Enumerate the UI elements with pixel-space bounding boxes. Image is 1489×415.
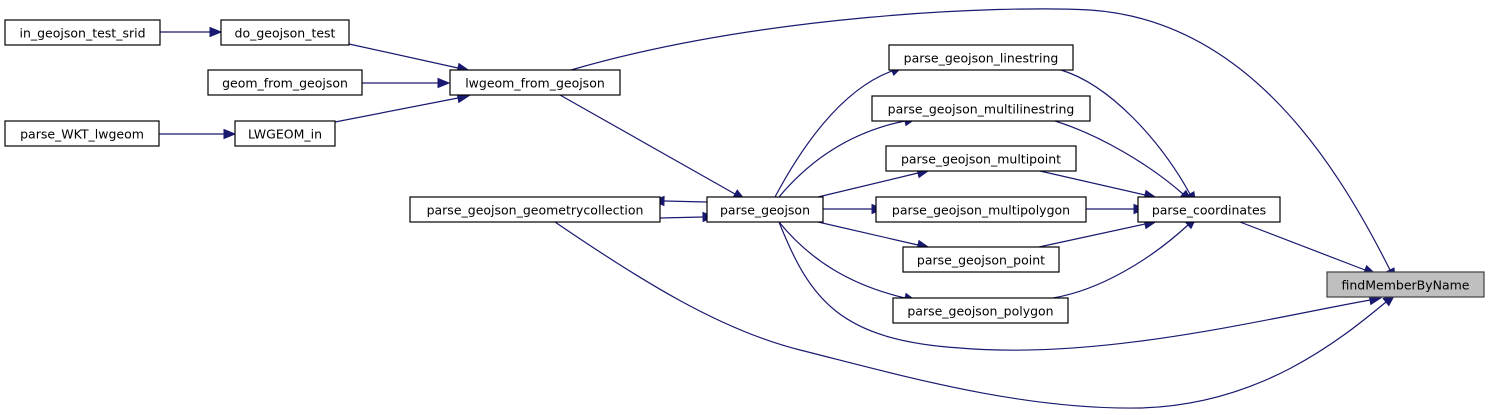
node-parse_geojson_multipolygon[interactable]: parse_geojson_multipolygon <box>875 196 1087 223</box>
edge-line <box>1052 224 1189 299</box>
edge-line <box>554 221 1387 409</box>
node-box <box>4 19 161 46</box>
node-parse_WKT_lwgeom[interactable]: parse_WKT_lwgeom <box>4 120 160 147</box>
node-in_geojson_test_srid[interactable]: in_geojson_test_srid <box>4 19 161 46</box>
edge-LWGEOM_in-to-lwgeom_from_geojson <box>334 92 471 123</box>
edge-line <box>1239 221 1366 271</box>
node-label: parse_geojson_geometrycollection <box>427 203 644 218</box>
edge-parse_geojson-to-parse_geojson_multipolygon <box>823 203 885 215</box>
node-label: parse_WKT_lwgeom <box>20 127 144 142</box>
edge-line <box>334 97 459 123</box>
node-do_geojson_test[interactable]: do_geojson_test <box>220 19 350 46</box>
edge-parse_geojson_multipoint-to-parse_coordinates <box>1039 170 1158 201</box>
node-label: parse_geojson_multipolygon <box>892 203 1070 218</box>
node-box <box>409 196 661 223</box>
edge-parse_geojson_point-to-parse_coordinates <box>1038 218 1158 248</box>
edge-line <box>1054 120 1184 195</box>
edge-parse_geojson-to-parse_geojson_linestring <box>774 66 904 198</box>
edge-do_geojson_test-to-lwgeom_from_geojson <box>348 43 471 74</box>
node-box <box>875 196 1087 223</box>
arrowhead-icon <box>437 77 451 89</box>
node-LWGEOM_in[interactable]: LWGEOM_in <box>234 120 336 147</box>
edge-line <box>1060 69 1191 195</box>
node-box <box>1326 271 1485 298</box>
edge-parse_geojson-to-parse_geojson_geometrycollection <box>651 195 708 207</box>
node-label: parse_coordinates <box>1152 203 1266 218</box>
node-box <box>706 196 824 223</box>
edge-line <box>778 221 906 299</box>
node-lwgeom_from_geojson[interactable]: lwgeom_from_geojson <box>449 69 621 96</box>
node-box <box>234 120 336 147</box>
node-parse_geojson_linestring[interactable]: parse_geojson_linestring <box>888 44 1074 71</box>
edge-in_geojson_test_srid-to-do_geojson_test <box>160 26 223 38</box>
edge-line <box>778 221 1371 351</box>
node-label: parse_geojson_polygon <box>907 304 1053 319</box>
edge-geom_from_geojson-to-lwgeom_from_geojson <box>362 77 451 89</box>
node-box <box>4 120 160 147</box>
node-label: lwgeom_from_geojson <box>465 76 605 91</box>
node-parse_geojson_point[interactable]: parse_geojson_point <box>902 246 1060 273</box>
edge-parse_geojson_polygon-to-parse_coordinates <box>1052 216 1198 299</box>
node-label: findMemberByName <box>1342 278 1470 293</box>
edge-parse_geojson_multipolygon-to-parse_coordinates <box>1086 203 1147 215</box>
node-box <box>1137 196 1281 223</box>
edge-parse_geojson-to-parse_geojson_point <box>817 221 931 250</box>
edge-line <box>559 94 736 195</box>
edge-line <box>659 216 704 219</box>
edge-parse_geojson_geometrycollection-to-parse_geojson <box>659 211 716 223</box>
edge-line <box>348 43 459 69</box>
node-box <box>902 246 1060 273</box>
node-findMemberByName: findMemberByName <box>1326 271 1485 298</box>
edge-line <box>570 8 1391 271</box>
node-label: in_geojson_test_srid <box>19 26 145 41</box>
edge-lwgeom_from_geojson-to-parse_geojson <box>559 94 746 201</box>
node-label: do_geojson_test <box>235 26 336 41</box>
arrowhead-icon <box>209 26 223 38</box>
edge-line <box>778 120 906 198</box>
node-box <box>885 145 1077 172</box>
node-box <box>888 44 1074 71</box>
edge-parse_geojson_linestring-to-parse_coordinates <box>1060 69 1197 205</box>
edge-parse_geojson-to-parse_geojson_polygon <box>778 221 917 303</box>
edge-parse_geojson-to-parse_geojson_multipoint <box>817 168 930 198</box>
edge-line <box>774 70 893 198</box>
edge-line <box>817 221 919 246</box>
node-box <box>892 297 1069 324</box>
edge-line <box>663 200 708 203</box>
edge-line <box>1039 170 1146 196</box>
node-parse_geojson_polygon[interactable]: parse_geojson_polygon <box>892 297 1069 324</box>
node-box <box>207 69 363 96</box>
edge-parse_coordinates-to-findMemberByName <box>1239 221 1377 275</box>
node-label: LWGEOM_in <box>248 127 322 142</box>
node-box <box>871 95 1091 122</box>
node-label: geom_from_geojson <box>222 76 348 91</box>
node-label: parse_geojson_multipoint <box>901 152 1061 167</box>
node-geom_from_geojson[interactable]: geom_from_geojson <box>207 69 363 96</box>
edge-line <box>817 172 919 198</box>
node-label: parse_geojson <box>720 203 810 218</box>
node-parse_geojson_multipoint[interactable]: parse_geojson_multipoint <box>885 145 1077 172</box>
node-parse_geojson_multilinestring[interactable]: parse_geojson_multilinestring <box>871 95 1091 122</box>
edge-parse_geojson-to-findMemberByName <box>778 221 1383 351</box>
edge-line <box>1038 223 1146 248</box>
node-box <box>449 69 621 96</box>
node-parse_geojson_geometrycollection[interactable]: parse_geojson_geometrycollection <box>409 196 661 223</box>
node-parse_geojson[interactable]: parse_geojson <box>706 196 824 223</box>
node-label: parse_geojson_point <box>917 253 1045 268</box>
node-parse_coordinates[interactable]: parse_coordinates <box>1137 196 1281 223</box>
node-label: parse_geojson_linestring <box>904 51 1059 66</box>
edge-parse_WKT_lwgeom-to-LWGEOM_in <box>159 128 237 140</box>
arrowhead-icon <box>223 128 237 140</box>
node-label: parse_geojson_multilinestring <box>888 102 1075 117</box>
node-box <box>220 19 350 46</box>
